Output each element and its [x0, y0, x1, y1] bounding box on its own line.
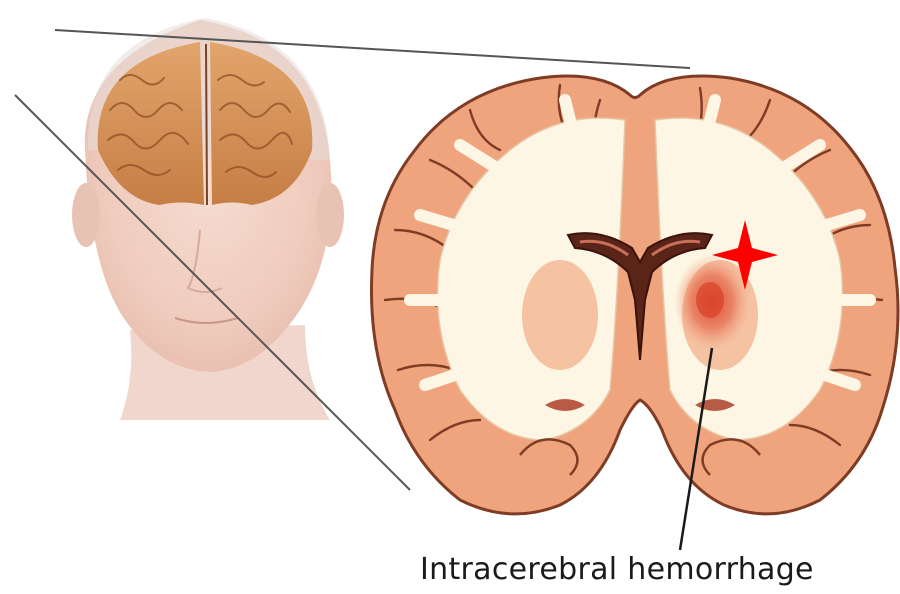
- head-figure: [72, 18, 344, 420]
- left-basal-ganglia: [522, 260, 598, 370]
- coronal-brain-section: [371, 76, 898, 550]
- brain-midline: [206, 44, 207, 205]
- hemorrhage-core: [696, 282, 724, 318]
- left-ear: [72, 183, 100, 247]
- right-ear: [316, 183, 344, 247]
- hemorrhage-label: Intracerebral hemorrhage: [420, 552, 890, 587]
